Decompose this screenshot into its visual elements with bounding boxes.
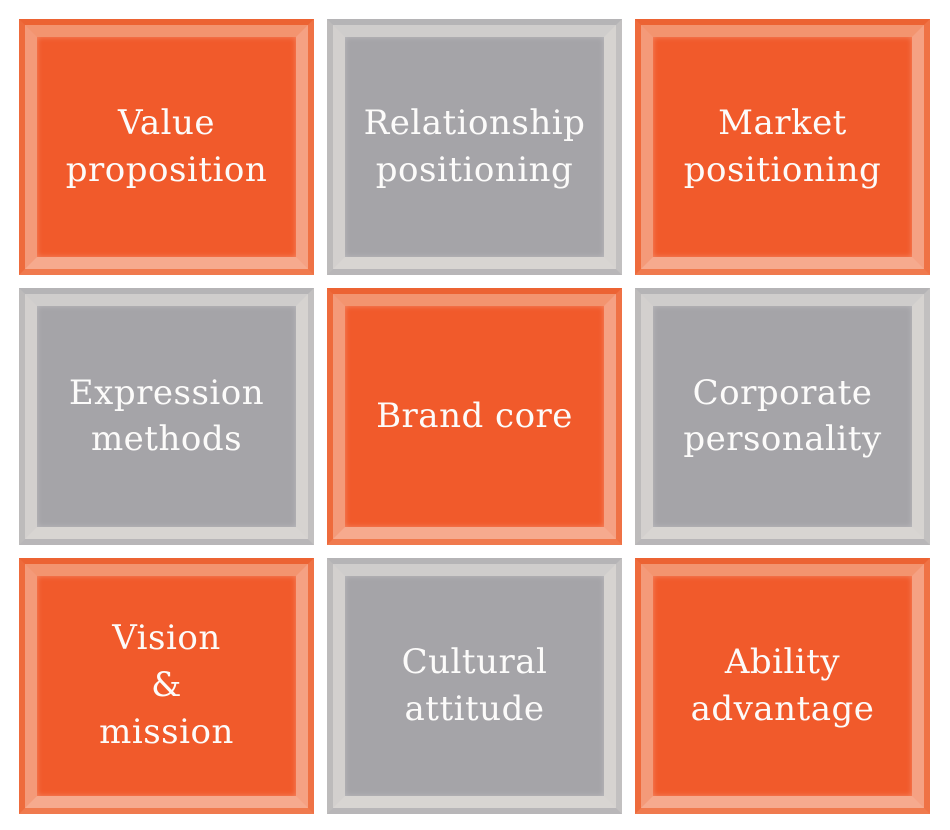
- cell-panel: Vision & mission: [37, 575, 296, 796]
- cell-panel: Expression methods: [37, 306, 296, 527]
- cell-label: Expression methods: [68, 372, 265, 460]
- cell-label: Relationship positioning: [363, 103, 586, 191]
- cell-ability-advantage: Ability advantage: [635, 557, 930, 814]
- cell-frame-outer: Vision & mission: [19, 557, 314, 814]
- cell-vision-mission: Vision & mission: [19, 557, 314, 814]
- cell-frame-outer: Corporate personality: [635, 288, 930, 545]
- cell-frame-outer: Relationship positioning: [327, 19, 622, 276]
- cell-brand-core: Brand core: [327, 288, 622, 545]
- cell-expression-methods: Expression methods: [19, 288, 314, 545]
- cell-frame-outer: Ability advantage: [635, 557, 930, 814]
- cell-panel: Brand core: [345, 306, 604, 527]
- cell-panel: Corporate personality: [653, 306, 912, 527]
- cell-frame-inner: Value proposition: [25, 25, 308, 270]
- cell-cultural-attitude: Cultural attitude: [327, 557, 622, 814]
- cell-frame-inner: Corporate personality: [641, 294, 924, 539]
- cell-frame-inner: Vision & mission: [25, 563, 308, 808]
- cell-frame-inner: Market positioning: [641, 25, 924, 270]
- cell-frame-inner: Expression methods: [25, 294, 308, 539]
- cell-frame-inner: Brand core: [333, 294, 616, 539]
- cell-panel: Ability advantage: [653, 575, 912, 796]
- cell-corporate-personality: Corporate personality: [635, 288, 930, 545]
- cell-label: Corporate personality: [683, 372, 882, 460]
- cell-market-positioning: Market positioning: [635, 19, 930, 276]
- cell-panel: Value proposition: [37, 37, 296, 258]
- cell-frame-inner: Ability advantage: [641, 563, 924, 808]
- cell-frame-outer: Value proposition: [19, 19, 314, 276]
- cell-relationship-positioning: Relationship positioning: [327, 19, 622, 276]
- cell-panel: Cultural attitude: [345, 575, 604, 796]
- cell-frame-outer: Brand core: [327, 288, 622, 545]
- cell-frame-outer: Expression methods: [19, 288, 314, 545]
- cell-label: Value proposition: [65, 103, 268, 191]
- cell-frame-outer: Market positioning: [635, 19, 930, 276]
- cell-label: Market positioning: [683, 103, 882, 191]
- cell-label: Vision & mission: [99, 618, 234, 753]
- cell-frame-inner: Cultural attitude: [333, 563, 616, 808]
- cell-label: Cultural attitude: [401, 641, 548, 729]
- cell-panel: Market positioning: [653, 37, 912, 258]
- cell-frame-inner: Relationship positioning: [333, 25, 616, 270]
- cell-panel: Relationship positioning: [345, 37, 604, 258]
- cell-frame-outer: Cultural attitude: [327, 557, 622, 814]
- cell-label: Ability advantage: [690, 641, 875, 729]
- cell-value-proposition: Value proposition: [19, 19, 314, 276]
- cell-label: Brand core: [376, 396, 573, 437]
